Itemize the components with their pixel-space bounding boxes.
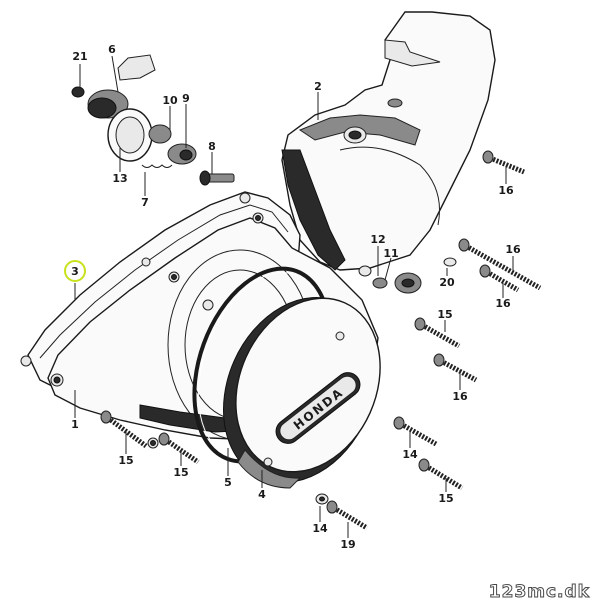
- callout-3-highlight: [64, 260, 86, 282]
- callout-10: 10: [162, 94, 178, 107]
- callout-6: 6: [108, 43, 116, 56]
- part-breaker-assembly: [71, 54, 235, 186]
- callout-15-left: 15: [173, 466, 188, 479]
- callout-11: 11: [383, 247, 398, 260]
- callout-15-lower-right: 15: [438, 492, 453, 505]
- callout-14: 14: [312, 522, 328, 535]
- part-small-fittings: [358, 257, 457, 289]
- callout-4: 4: [258, 488, 266, 501]
- callout-7: 7: [141, 196, 149, 209]
- callout-13: 13: [112, 172, 127, 185]
- part-sprocket-cover: [281, 11, 496, 294]
- callout-17: 16: [498, 184, 514, 197]
- watermark: 123mc.dk: [489, 582, 590, 602]
- callout-16-lower-right: 16: [452, 390, 468, 403]
- callout-16-left: 15: [118, 454, 133, 467]
- callout-21: 21: [72, 50, 87, 63]
- leader-lines: [74, 55, 514, 538]
- callout-18: 16: [505, 243, 521, 256]
- callout-16-upper-right: 16: [495, 297, 511, 310]
- callout-9: 9: [182, 92, 190, 105]
- callout-3: 3: [71, 265, 79, 278]
- callout-2: 2: [314, 80, 322, 93]
- callout-15-right: 14: [402, 448, 418, 461]
- part-bolts: [100, 150, 542, 531]
- callout-1: 1: [71, 418, 79, 431]
- part-points-cover: HONDA: [223, 297, 381, 489]
- callout-5: 5: [224, 476, 232, 489]
- callout-8: 8: [208, 140, 216, 153]
- callout-16-mid: 15: [437, 308, 452, 321]
- callout-20: 20: [439, 276, 455, 289]
- callout-19: 19: [340, 538, 355, 551]
- callout-12: 12: [370, 233, 385, 246]
- callouts: 21 6 10 9 8 13 7 2 12 11 20 16 16 16 15 …: [71, 43, 521, 551]
